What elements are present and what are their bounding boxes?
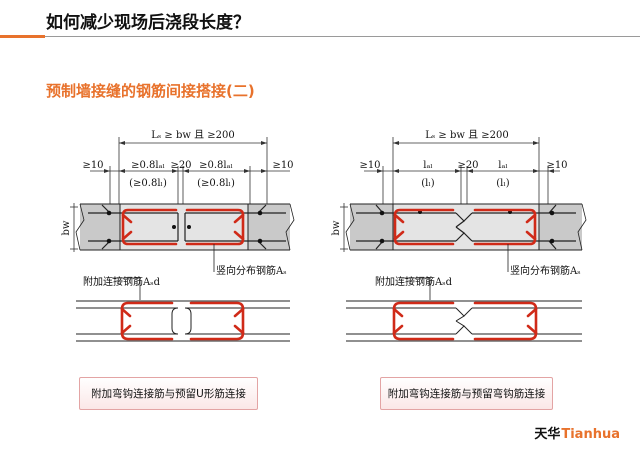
right-caption-text: 附加弯钩连接筋与预留弯钩筋连接 (387, 388, 546, 400)
right-dim-seg2-alt: (lₗ) (496, 178, 510, 189)
right-dim-edge-left: ≥10 (359, 160, 380, 171)
right-label-vertical-bar: 竖向分布钢筋Aₛ (510, 264, 581, 277)
left-dim-edge-right: ≥10 (272, 160, 293, 171)
left-label-extra-bar: 附加连接钢筋Aₛd (83, 275, 161, 288)
right-joint-diagram: Lₛ ≥ bw 且 ≥200 ≥10 lₐₗ (lₗ) ≥20 lₐₗ (lₗ)… (331, 129, 587, 342)
left-label-vertical-bar: 竖向分布钢筋Aₛ (216, 264, 287, 277)
brand-logo: 天华Tianhua (534, 423, 620, 442)
left-dim-seg1: ≥0.8lₐₗ (131, 160, 165, 171)
right-caption-box: 附加弯钩连接筋与预留弯钩筋连接 (380, 377, 553, 410)
right-wall-section (345, 203, 587, 251)
left-additional-hook-bars (121, 208, 245, 246)
left-dim-seg2: ≥0.8lₐₗ (199, 160, 233, 171)
right-dim-seg1-alt: (lₗ) (421, 178, 435, 189)
left-joint-diagram: Lₛ ≥ bw 且 ≥200 ≥10 ≥0.8lₐₗ (≥0.8lₗ) ≥20 … (61, 129, 295, 342)
left-dim-seg2-alt: (≥0.8lₗ) (197, 178, 235, 189)
right-dim-edge-right: ≥10 (546, 160, 567, 171)
left-rebar-dots (106, 210, 263, 244)
right-plan-view (346, 300, 582, 342)
right-thickness-label: bw (331, 220, 342, 235)
right-dim-seg2: lₐₗ (498, 160, 507, 171)
left-dim-gap: ≥20 (170, 160, 191, 171)
right-dim-seg1: lₐₗ (423, 160, 432, 171)
left-thickness-label: bw (61, 220, 72, 235)
left-dim-edge-left: ≥10 (82, 160, 103, 171)
page-title: 如何减少现场后浇段长度？ (46, 13, 250, 33)
left-leaders (112, 244, 215, 300)
right-label-extra-bar: 附加连接钢筋Aₛd (375, 275, 453, 288)
right-leaders (402, 244, 509, 300)
right-plan-hook-bars (392, 301, 538, 341)
title-accent-bar (0, 35, 45, 38)
left-dimension-ticks (104, 141, 267, 173)
title-divider (45, 36, 640, 37)
brand-name-cn: 天华 (534, 427, 561, 442)
left-caption-text: 附加弯钩连接筋与预留U形筋连接 (91, 388, 246, 400)
left-top-dim-label: Lₛ ≥ bw 且 ≥200 (151, 129, 235, 141)
brand-name-en: Tianhua (561, 427, 620, 442)
left-embedded-bars (88, 204, 286, 250)
right-dim-gap: ≥20 (457, 160, 478, 171)
left-caption-box: 附加弯钩连接筋与预留U形筋连接 (79, 377, 258, 410)
left-plan-view (76, 300, 290, 342)
right-dimension-ticks (377, 141, 554, 173)
left-wall-section (75, 203, 295, 251)
right-additional-hook-bars (393, 208, 537, 246)
left-dimension-lines (70, 137, 290, 252)
left-dim-seg1-alt: (≥0.8lₗ) (129, 178, 167, 189)
section-title: 预制墙接缝的钢筋间接搭接(二) (46, 82, 255, 100)
left-plan-hook-bars (120, 301, 245, 341)
right-top-dim-label: Lₛ ≥ bw 且 ≥200 (425, 129, 509, 141)
